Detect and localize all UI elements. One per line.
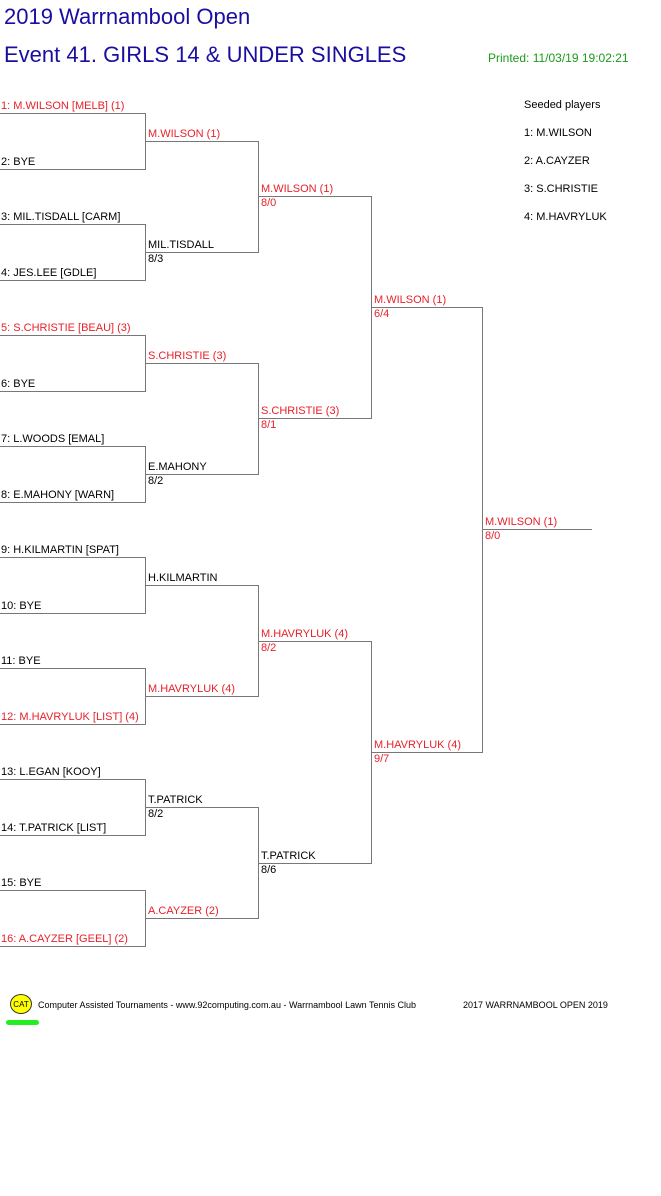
player-name: 7: L.WOODS [EMAL] (1, 433, 105, 445)
cat-logo: CAT (10, 994, 32, 1014)
footer-credit: Computer Assisted Tournaments - www.92co… (38, 1000, 417, 1010)
player-name: M.WILSON (1) (148, 128, 221, 140)
match-score: 8/0 (485, 530, 501, 542)
player-name: M.WILSON (1) (261, 183, 334, 195)
player-name: T.PATRICK (148, 794, 203, 806)
player-name: MIL.TISDALL (148, 239, 215, 251)
seed-entry: 1: M.WILSON (524, 127, 592, 139)
bracket-line (145, 474, 258, 475)
player-name: 9: H.KILMARTIN [SPAT] (1, 544, 119, 556)
match-score: 8/2 (148, 475, 164, 487)
seed-entry: 3: S.CHRISTIE (524, 183, 598, 195)
seeded-players-heading: Seeded players (524, 99, 601, 111)
bracket-line (258, 196, 371, 197)
printed-timestamp: Printed: 11/03/19 19:02:21 (488, 51, 629, 65)
match-score: 8/2 (261, 642, 277, 654)
bracket-line (145, 141, 258, 142)
player-name: 1: M.WILSON [MELB] (1) (1, 100, 125, 112)
player-name: 11: BYE (1, 655, 41, 667)
bracket-line (0, 668, 145, 669)
event-title: Event 41. GIRLS 14 & UNDER SINGLES (4, 42, 407, 67)
bracket-line (258, 641, 371, 642)
bracket-line (0, 890, 145, 891)
player-name: M.HAVRYLUK (4) (374, 739, 462, 751)
player-name: M.WILSON (1) (374, 294, 447, 306)
match-score: 6/4 (374, 308, 390, 320)
bracket-line (0, 835, 145, 836)
player-name: 2: BYE (1, 156, 36, 168)
bracket-line (371, 752, 482, 753)
bracket-line (0, 557, 145, 558)
bracket-line (145, 252, 258, 253)
bracket-line (145, 918, 258, 919)
match-score: 8/1 (261, 419, 277, 431)
player-name: 12: M.HAVRYLUK [LIST] (4) (1, 711, 139, 723)
seed-entry: 2: A.CAYZER (524, 155, 590, 167)
bracket-line (258, 418, 371, 419)
bracket-line (0, 391, 145, 392)
tournament-title: 2019 Warrnambool Open (4, 4, 251, 29)
player-name: 16: A.CAYZER [GEEL] (2) (1, 933, 128, 945)
bracket-line (0, 224, 145, 225)
match-score: 8/2 (148, 808, 164, 820)
logo-underline (6, 1020, 39, 1025)
player-name: 14: T.PATRICK [LIST] (1, 822, 107, 834)
bracket-connector (482, 307, 483, 753)
bracket-connector (258, 363, 259, 475)
bracket-line (0, 946, 145, 947)
cat-logo-text: CAT (13, 999, 29, 1009)
bracket-line (145, 363, 258, 364)
bracket-line (0, 502, 145, 503)
player-name: 15: BYE (1, 877, 42, 889)
player-name: E.MAHONY (148, 461, 207, 473)
player-name: S.CHRISTIE (3) (148, 350, 227, 362)
player-name: 13: L.EGAN [KOOY] (1, 766, 101, 778)
bracket-line (0, 113, 145, 114)
player-name: 4: JES.LEE [GDLE] (1, 267, 97, 279)
seed-entry: 4: M.HAVRYLUK (524, 211, 607, 223)
footer-edition: 2017 WARRNAMBOOL OPEN 2019 (463, 1000, 608, 1010)
bracket-line (0, 613, 145, 614)
player-name: S.CHRISTIE (3) (261, 405, 340, 417)
bracket-line (0, 169, 145, 170)
player-name: 8: E.MAHONY [WARN] (1, 489, 115, 501)
player-name: 10: BYE (1, 600, 42, 612)
bracket-line (258, 863, 371, 864)
player-name: M.HAVRYLUK (4) (261, 628, 349, 640)
player-name: 3: MIL.TISDALL [CARM] (1, 211, 121, 223)
player-name: M.HAVRYLUK (4) (148, 683, 236, 695)
player-name: T.PATRICK (261, 850, 316, 862)
match-score: 9/7 (374, 753, 390, 765)
bracket-connector (258, 141, 259, 253)
player-name: H.KILMARTIN (148, 572, 218, 584)
bracket-line (145, 585, 258, 586)
bracket-line (0, 446, 145, 447)
player-name: M.WILSON (1) (485, 516, 558, 528)
match-score: 8/0 (261, 197, 277, 209)
match-score: 8/6 (261, 864, 277, 876)
bracket-line (0, 335, 145, 336)
player-name: A.CAYZER (2) (148, 905, 219, 917)
bracket-line (0, 779, 145, 780)
bracket-line (145, 807, 258, 808)
bracket-line (0, 280, 145, 281)
match-score: 8/3 (148, 253, 164, 265)
player-name: 6: BYE (1, 378, 36, 390)
bracket-line (0, 724, 145, 725)
bracket-line (371, 307, 482, 308)
player-name: 5: S.CHRISTIE [BEAU] (3) (1, 322, 131, 334)
bracket-line (145, 696, 258, 697)
bracket-line (482, 529, 592, 530)
